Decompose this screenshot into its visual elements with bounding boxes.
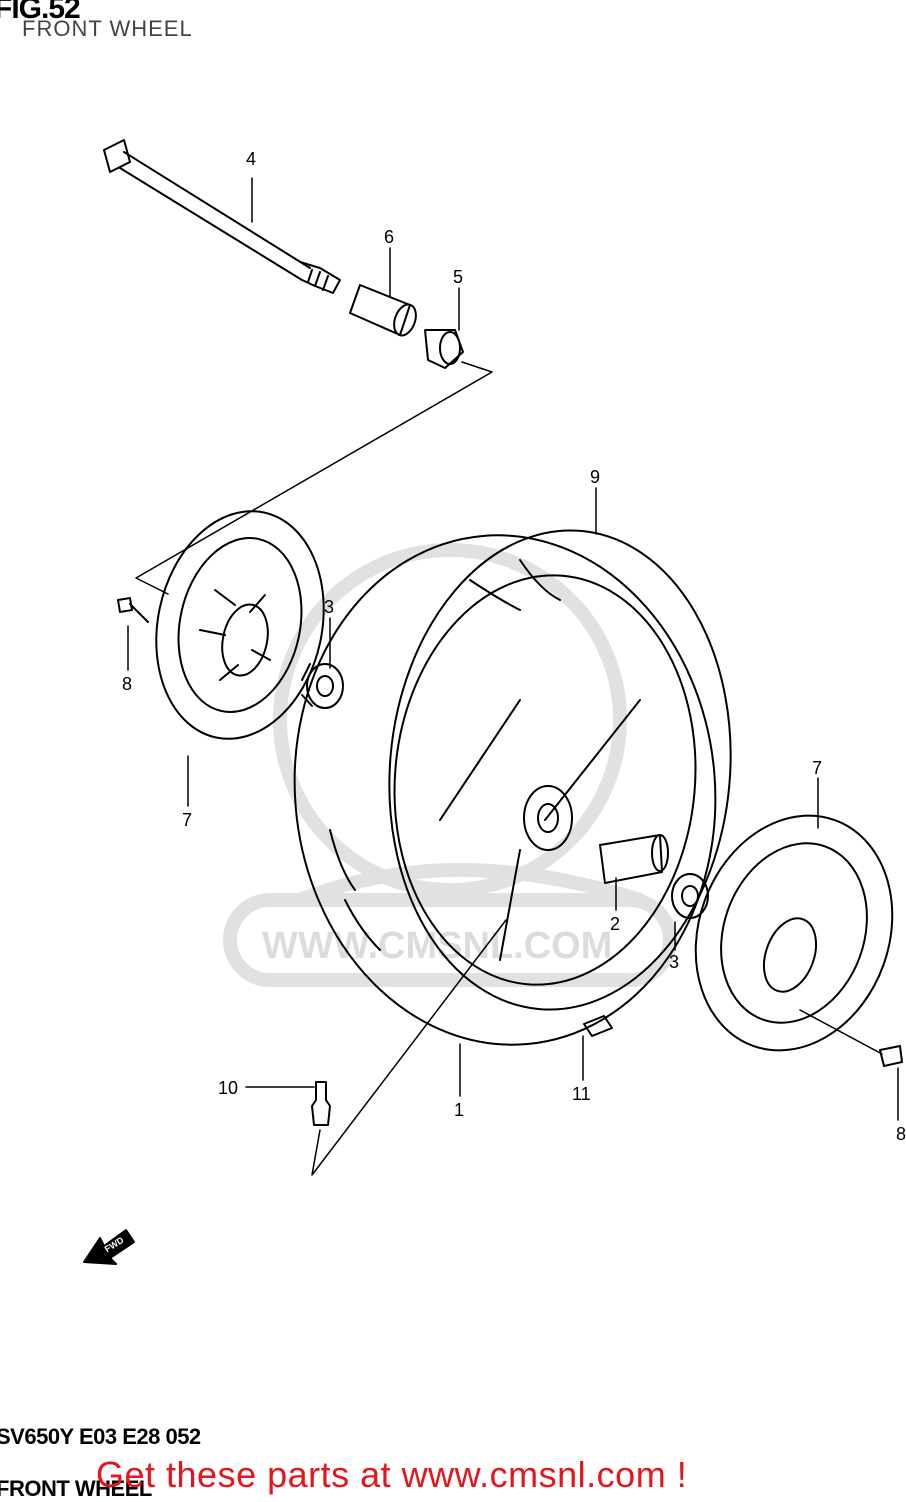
callout-2: 2 — [610, 914, 620, 934]
callout-4: 4 — [246, 149, 256, 169]
callout-leaders — [127, 177, 899, 1121]
assembly-line-upper — [135, 361, 493, 595]
tire-valve — [311, 1081, 331, 1126]
disc-bolt-left — [117, 597, 149, 623]
footer-diagram-name: FRONT WHEEL — [0, 1476, 152, 1501]
axle-collar — [424, 329, 464, 369]
figure-number: FIG.52 — [0, 0, 81, 25]
callout-3-left: 3 — [324, 597, 334, 617]
callout-8-left: 8 — [122, 674, 132, 694]
callout-5: 5 — [453, 267, 463, 287]
forward-arrow-icon — [83, 1229, 135, 1265]
callout-7-right: 7 — [812, 758, 822, 778]
axle-spacer-long — [349, 284, 417, 337]
callout-10: 10 — [218, 1078, 238, 1098]
brake-disc-left — [155, 510, 325, 740]
callout-8-right: 8 — [896, 1124, 906, 1144]
diagram-title: FRONT WHEEL — [22, 16, 193, 41]
callout-6: 6 — [384, 227, 394, 247]
assembly-line-lower — [311, 919, 507, 1176]
parts-link-banner[interactable]: Get these parts at www.cmsnl.com ! — [96, 1454, 688, 1495]
model-code: SV650Y E03 E28 052 — [0, 1424, 201, 1449]
watermark-logo — [223, 543, 677, 987]
axle-spacer-short — [599, 834, 669, 884]
callout-9: 9 — [590, 467, 600, 487]
front-axle — [103, 139, 341, 294]
front-wheel-assembly — [293, 529, 732, 1046]
callout-11: 11 — [572, 1084, 591, 1104]
brake-disc-right — [694, 814, 894, 1052]
callout-1: 1 — [454, 1100, 464, 1120]
callout-3-right: 3 — [669, 952, 679, 972]
callout-7-left: 7 — [182, 810, 192, 830]
wheel-bearing-right — [671, 873, 709, 919]
disc-bolt-right — [799, 1009, 903, 1067]
wheel-bearing-left — [301, 663, 344, 709]
balance-weight — [583, 1015, 613, 1037]
